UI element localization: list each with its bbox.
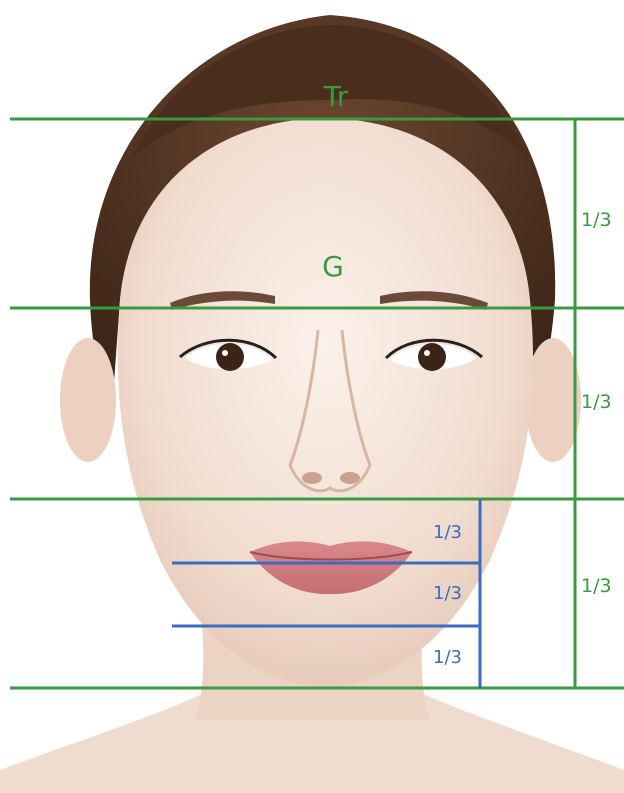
left-ear	[60, 338, 116, 462]
glabella-label: G	[322, 250, 344, 283]
upper-third-label: 1/3	[581, 209, 612, 231]
right-ear	[525, 338, 581, 462]
face-skin	[118, 118, 533, 688]
lower-face-upper-third-label: 1/3	[433, 522, 462, 543]
trichion-label: Tr	[323, 80, 349, 113]
lower-third-label: 1/3	[581, 575, 612, 597]
middle-third-label: 1/3	[581, 391, 612, 413]
lower-face-lower-third-label: 1/3	[433, 647, 462, 668]
lower-face-middle-third-label: 1/3	[433, 583, 462, 604]
